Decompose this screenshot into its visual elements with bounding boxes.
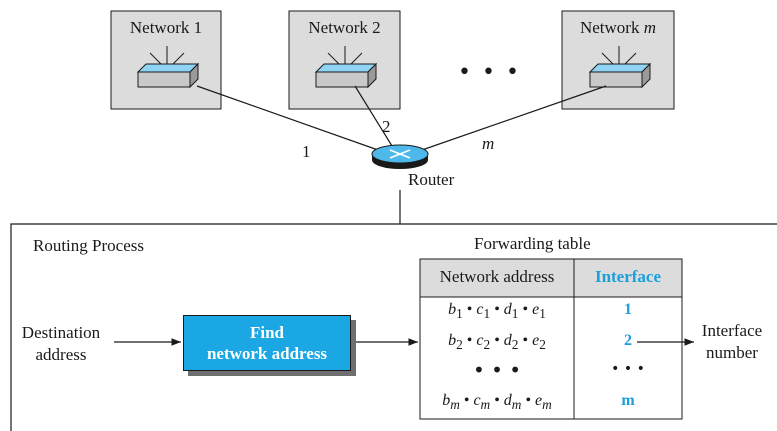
table-row-interface: 2 — [624, 332, 632, 349]
link-2-label: 2 — [382, 117, 391, 136]
forwarding-table-grid — [419, 258, 683, 420]
network-m-label-var: m — [643, 18, 656, 37]
table-row-interface: m — [621, 392, 635, 409]
table-header-interface: Interface — [594, 267, 662, 286]
table-header-address: Network address — [439, 267, 555, 286]
table-row-address: b1 • c1 • d1 • e1 — [448, 301, 546, 322]
link-2 — [354, 85, 393, 147]
table-row-address: bm • cm • dm • em — [442, 392, 552, 413]
link-1-label: 1 — [302, 142, 311, 161]
find-network-address-box: Find network address — [183, 315, 351, 371]
routing-process-box — [10, 223, 777, 431]
switch-icon — [314, 46, 378, 89]
table-row-address: b2 • c2 • d2 • e2 — [448, 332, 546, 353]
find-line-1: Find — [249, 323, 285, 342]
network-1-box — [110, 10, 222, 110]
network-m-label: Network m — [562, 18, 674, 38]
network-m-label-prefix: Network — [579, 18, 644, 37]
link-m-label: m — [482, 134, 495, 153]
network-m-box — [561, 10, 675, 110]
table-row-ellipsis: • • • — [472, 358, 522, 382]
routing-process-title: Routing Process — [33, 236, 144, 255]
output-line-1: Interface — [701, 321, 763, 340]
switch-icon — [136, 46, 200, 89]
find-line-2: network address — [206, 344, 328, 363]
network-2-label: Network 2 — [308, 18, 381, 37]
destination-line-1: Destination — [21, 323, 101, 342]
forwarding-table-caption: Forwarding table — [474, 234, 591, 253]
network-1-label: Network 1 — [129, 18, 203, 37]
networks-ellipsis: • • • — [458, 60, 521, 85]
link-1 — [196, 85, 379, 151]
output-line-2: number — [706, 343, 758, 362]
table-row-interface-ellipsis: • • • — [611, 361, 645, 377]
table-row-interface: 1 — [624, 301, 632, 318]
router-icon — [371, 144, 429, 169]
router-label: Router — [408, 170, 455, 189]
link-m — [421, 85, 607, 151]
interface-number-label: Interface number — [692, 320, 772, 364]
destination-line-2: address — [35, 345, 87, 364]
destination-address-label: Destination address — [16, 322, 106, 366]
switch-icon — [588, 46, 652, 89]
